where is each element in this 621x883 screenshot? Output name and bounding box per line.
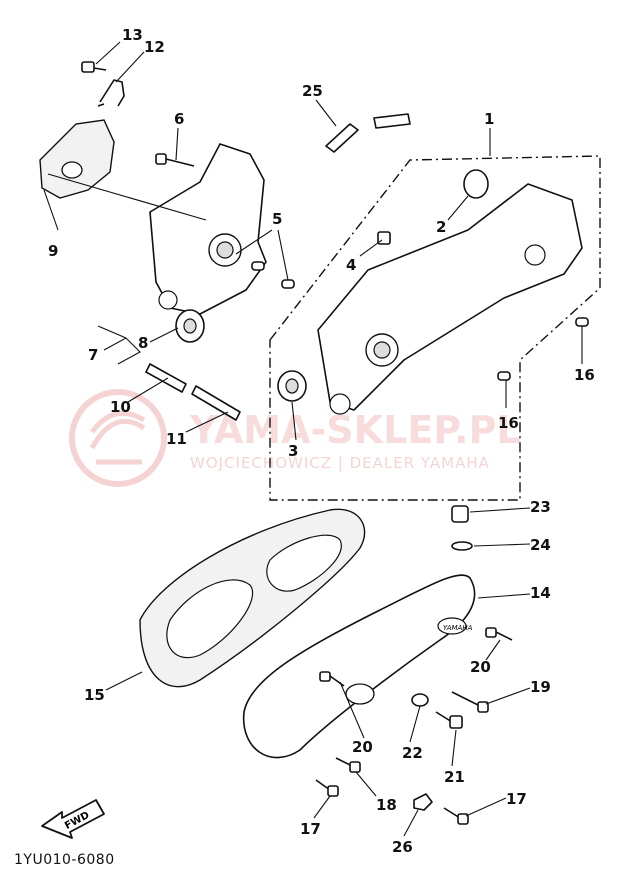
leader-lines <box>43 41 583 837</box>
callout-8: 8 <box>138 334 148 352</box>
hose-25 <box>325 113 411 153</box>
bolt-6 <box>155 153 195 167</box>
collar-2 <box>463 169 489 199</box>
callout-13: 13 <box>122 26 143 44</box>
bearing-8 <box>175 309 205 343</box>
callout-labels: 13 12 6 9 5 7 8 10 11 25 1 2 4 16 16 3 2… <box>48 26 595 856</box>
callout-17a: 17 <box>300 820 321 838</box>
right-crankcase-group <box>269 113 601 501</box>
pin-11 <box>191 385 241 421</box>
fwd-arrow-icon <box>41 799 105 839</box>
callout-22: 22 <box>402 744 423 762</box>
callout-7: 7 <box>88 346 98 364</box>
callout-10: 10 <box>110 398 131 416</box>
watermark-logo-icon <box>69 389 167 487</box>
crankcase-cover-14 <box>242 574 476 759</box>
callout-18: 18 <box>376 796 397 814</box>
bolt-17b <box>443 807 469 825</box>
callout-20b: 20 <box>352 738 373 756</box>
callout-24: 24 <box>530 536 551 554</box>
dowel-5a <box>251 261 265 271</box>
clamp-26 <box>413 793 433 811</box>
callout-4: 4 <box>346 256 356 274</box>
bolt-21 <box>435 711 463 729</box>
left-crankcase-group <box>39 61 295 421</box>
clamp-12 <box>97 79 125 107</box>
bolt-13 <box>81 61 107 73</box>
bearing-3 <box>277 370 307 402</box>
cover-logo-text: YAMAHA <box>443 624 473 632</box>
callout-26: 26 <box>392 838 413 856</box>
callout-14: 14 <box>530 584 551 602</box>
callout-6: 6 <box>174 110 184 128</box>
dashed-outline <box>269 155 601 501</box>
callout-12: 12 <box>144 38 165 56</box>
watermark-main-text: YAMA-SKLEP.PL <box>189 408 521 452</box>
callout-11: 11 <box>166 430 187 448</box>
plate-9 <box>39 119 115 199</box>
forward-arrow: FWD <box>41 799 105 839</box>
cover-group: YAMAHA <box>139 505 513 825</box>
watermark-sub-text: WOJCIECHOWICZ | DEALER YAMAHA <box>190 454 490 472</box>
callout-17b: 17 <box>506 790 527 808</box>
bolt-18 <box>335 757 361 773</box>
watermark: YAMA-SKLEP.PL WOJCIECHOWICZ | DEALER YAM… <box>69 389 521 487</box>
callout-15: 15 <box>84 686 105 704</box>
callout-20a: 20 <box>470 658 491 676</box>
callout-3: 3 <box>288 442 298 460</box>
crankcase-left <box>149 143 267 315</box>
callout-25: 25 <box>302 82 323 100</box>
callout-23: 23 <box>530 498 551 516</box>
pin-10 <box>145 363 187 393</box>
plug-23 <box>451 505 469 523</box>
washer-22 <box>411 693 429 707</box>
dowel-5b <box>281 279 295 289</box>
callout-21: 21 <box>444 768 465 786</box>
callout-1: 1 <box>484 110 494 128</box>
callout-2: 2 <box>436 218 446 236</box>
bolt-17a <box>315 779 339 797</box>
dowel-16a <box>575 317 589 327</box>
callout-16a: 16 <box>574 366 595 384</box>
callout-9: 9 <box>48 242 58 260</box>
diagram-code: 1YU010-6080 <box>14 852 115 868</box>
dowel-16b <box>497 371 511 381</box>
bolt-20b <box>319 671 345 687</box>
bolt-20a <box>485 627 513 641</box>
callout-5: 5 <box>272 210 282 228</box>
o-ring-24 <box>451 541 473 551</box>
callout-19: 19 <box>530 678 551 696</box>
bolt-19 <box>451 691 489 713</box>
callout-16b: 16 <box>498 414 519 432</box>
